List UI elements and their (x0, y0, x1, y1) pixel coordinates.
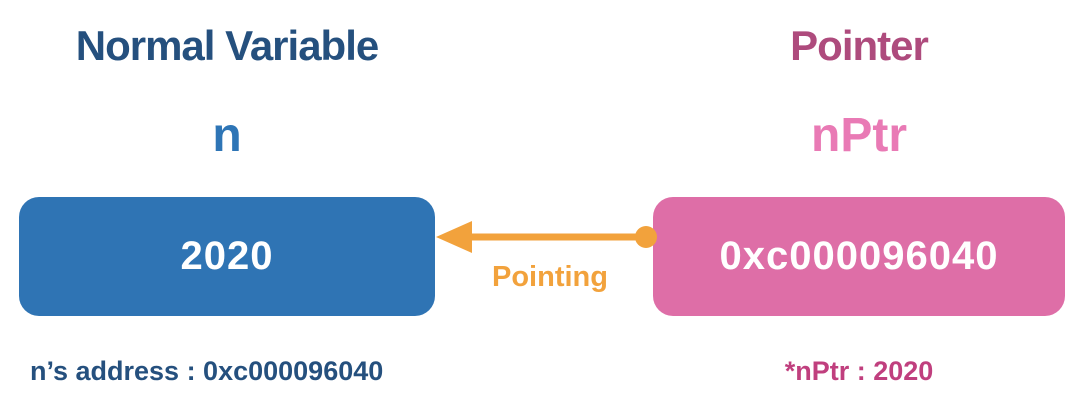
arrowhead-icon (436, 221, 472, 253)
nptr-dereference-caption: *nPtr : 2020 (784, 356, 934, 386)
pointer-box: 0xc000096040 (653, 197, 1065, 316)
arrow-origin-dot-icon (635, 226, 657, 248)
n-address-caption: n’s address : 0xc000096040 (30, 356, 384, 386)
pointer-heading: Pointer (790, 22, 929, 69)
pointing-label: Pointing (492, 261, 608, 293)
pointer-box-value: 0xc000096040 (719, 234, 999, 278)
normal-variable-value: 2020 (180, 234, 274, 278)
pointing-arrow (436, 221, 657, 253)
normal-variable-box: 2020 (19, 197, 435, 316)
variable-name-nptr: nPtr (811, 109, 907, 162)
normal-variable-heading: Normal Variable (75, 22, 379, 69)
variable-name-n: n (212, 109, 242, 162)
